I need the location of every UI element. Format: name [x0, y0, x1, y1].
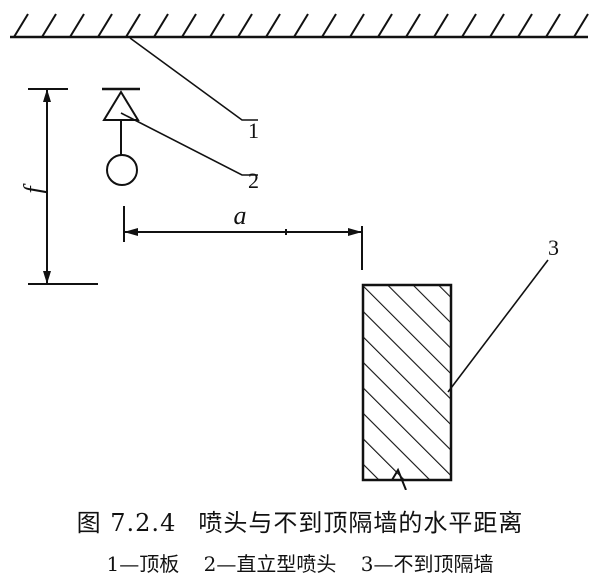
figure-title: 喷头与不到顶隔墙的水平距离: [198, 509, 524, 537]
ceiling-hatch-tick: [41, 13, 57, 38]
ceiling-hatch-tick: [293, 13, 309, 38]
ceiling-hatch-tick: [153, 13, 169, 38]
legend-item-wall: 3—不到顶隔墙: [360, 552, 494, 576]
legend-item-ceiling: 1—顶板: [106, 552, 180, 576]
callout-1: 1: [248, 118, 259, 143]
ceiling-hatch-tick: [125, 13, 141, 38]
ceiling-hatch-tick: [405, 13, 421, 38]
ceiling-hatch-tick: [517, 13, 533, 38]
dimension-f: [28, 88, 98, 285]
ceiling-hatch-tick: [349, 13, 365, 38]
ceiling-hatch-tick: [433, 13, 449, 38]
ceiling-hatch-tick: [97, 13, 113, 38]
ceiling-hatch-tick: [545, 13, 561, 38]
ceiling-hatch-tick: [461, 13, 477, 38]
ceiling-hatch-tick: [265, 13, 281, 38]
ceiling-hatch-tick: [377, 13, 393, 38]
figure-legend: 1—顶板 2—直立型喷头 3—不到顶隔墙: [0, 548, 600, 577]
ceiling-hatch-tick: [573, 13, 589, 38]
ceiling-hatch-tick: [69, 13, 85, 38]
partition-wall: [361, 283, 453, 490]
dimension-f-label: f: [19, 183, 48, 194]
ceiling-hatch-tick: [181, 13, 197, 38]
dimension-a-label: a: [234, 201, 247, 230]
ceiling-hatch-tick: [13, 13, 29, 38]
upright-sprinkler: [102, 87, 140, 186]
callout-3: 3: [548, 235, 559, 260]
leader-lines: [120, 37, 549, 393]
callout-2: 2: [248, 168, 259, 193]
legend-item-sprinkler: 2—直立型喷头: [203, 552, 337, 576]
dimension-a: [123, 206, 363, 270]
ceiling-slab: [10, 13, 589, 39]
figure-caption: 图 7.2.4 喷头与不到顶隔墙的水平距离: [0, 503, 600, 538]
diagram: f a 1 2 3: [10, 13, 589, 490]
ceiling-hatch-tick: [209, 13, 225, 38]
ceiling-hatch-tick: [489, 13, 505, 38]
figure-number: 图 7.2.4: [76, 509, 177, 537]
ceiling-hatch-tick: [321, 13, 337, 38]
ceiling-hatch-tick: [237, 13, 253, 38]
